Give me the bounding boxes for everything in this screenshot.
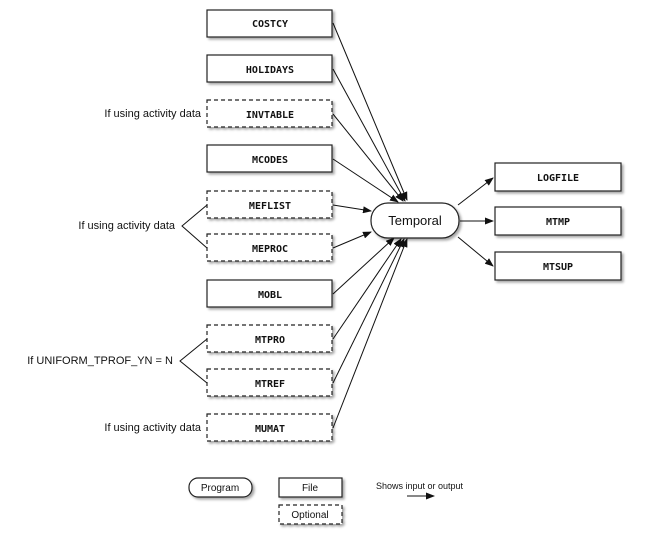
- note-meflist-meproc: If using activity data: [78, 220, 175, 232]
- input-arrows: [332, 22, 408, 429]
- arrow-invtable: [332, 113, 404, 202]
- legend-arrow-label: Shows input or output: [376, 481, 464, 491]
- file-label-mobl: MOBL: [258, 290, 282, 301]
- legend-file-label: File: [302, 483, 319, 494]
- file-label-invtable: INVTABLE: [246, 110, 294, 121]
- arrow-mtpro: [332, 238, 402, 340]
- file-label-mumat: MUMAT: [255, 424, 285, 435]
- input-file-boxes: COSTCY HOLIDAYS INVTABLE MCODES MEFLIST …: [206, 9, 333, 442]
- condition-brackets: [179, 204, 208, 384]
- arrow-meproc: [332, 231, 372, 249]
- file-box-mtmp: MTMP: [494, 206, 622, 236]
- file-box-meflist: MEFLIST: [206, 190, 333, 219]
- file-box-holidays: HOLIDAYS: [206, 54, 333, 83]
- file-label-logfile: LOGFILE: [537, 173, 579, 184]
- arrow-mobl: [332, 237, 395, 295]
- program-node-temporal: Temporal: [370, 202, 460, 239]
- legend-program-label: Program: [201, 483, 239, 494]
- note-invtable: If using activity data: [104, 108, 201, 120]
- legend-optional: Optional: [278, 504, 343, 525]
- file-box-logfile: LOGFILE: [494, 162, 622, 192]
- file-box-meproc: MEPROC: [206, 233, 333, 262]
- arrow-mtsup: [457, 236, 494, 267]
- file-box-mumat: MUMAT: [206, 413, 333, 442]
- file-box-mtpro: MTPRO: [206, 324, 333, 353]
- file-box-mtsup: MTSUP: [494, 251, 622, 281]
- legend-file: File: [278, 477, 343, 498]
- file-box-costcy: COSTCY: [206, 9, 333, 38]
- file-label-meproc: MEPROC: [252, 244, 288, 255]
- file-box-mcodes: MCODES: [206, 144, 333, 173]
- legend-arrow: Shows input or output: [376, 481, 464, 500]
- file-box-mtref: MTREF: [206, 368, 333, 397]
- file-label-mtsup: MTSUP: [543, 262, 573, 273]
- arrow-mcodes: [332, 158, 399, 203]
- arrow-holidays: [332, 68, 406, 202]
- condition-notes: If using activity data If using activity…: [27, 108, 202, 434]
- file-label-mtpro: MTPRO: [255, 335, 285, 346]
- legend-program: Program: [188, 477, 253, 498]
- bracket-meflist-meproc: [181, 204, 208, 249]
- arrow-meflist: [332, 204, 372, 214]
- legend: Program File Optional Shows input or out…: [188, 477, 464, 525]
- file-label-mcodes: MCODES: [252, 155, 288, 166]
- file-label-mtmp: MTMP: [546, 217, 570, 228]
- note-mumat: If using activity data: [104, 422, 201, 434]
- output-arrows: [457, 177, 494, 267]
- file-label-costcy: COSTCY: [252, 19, 288, 30]
- program-label: Temporal: [388, 213, 442, 228]
- arrow-mtref: [332, 238, 405, 384]
- file-box-mobl: MOBL: [206, 279, 333, 308]
- arrow-logfile: [457, 177, 494, 206]
- output-file-boxes: LOGFILE MTMP MTSUP: [494, 162, 622, 281]
- arrow-costcy: [332, 22, 408, 201]
- legend-optional-label: Optional: [291, 510, 328, 521]
- file-label-mtref: MTREF: [255, 379, 285, 390]
- file-label-meflist: MEFLIST: [249, 201, 291, 212]
- file-box-invtable: INVTABLE: [206, 99, 333, 128]
- bracket-mtpro-mtref: [179, 338, 208, 384]
- note-mtpro-mtref: If UNIFORM_TPROF_YN = N: [27, 355, 173, 367]
- file-label-holidays: HOLIDAYS: [246, 65, 294, 76]
- arrow-mumat: [332, 238, 408, 429]
